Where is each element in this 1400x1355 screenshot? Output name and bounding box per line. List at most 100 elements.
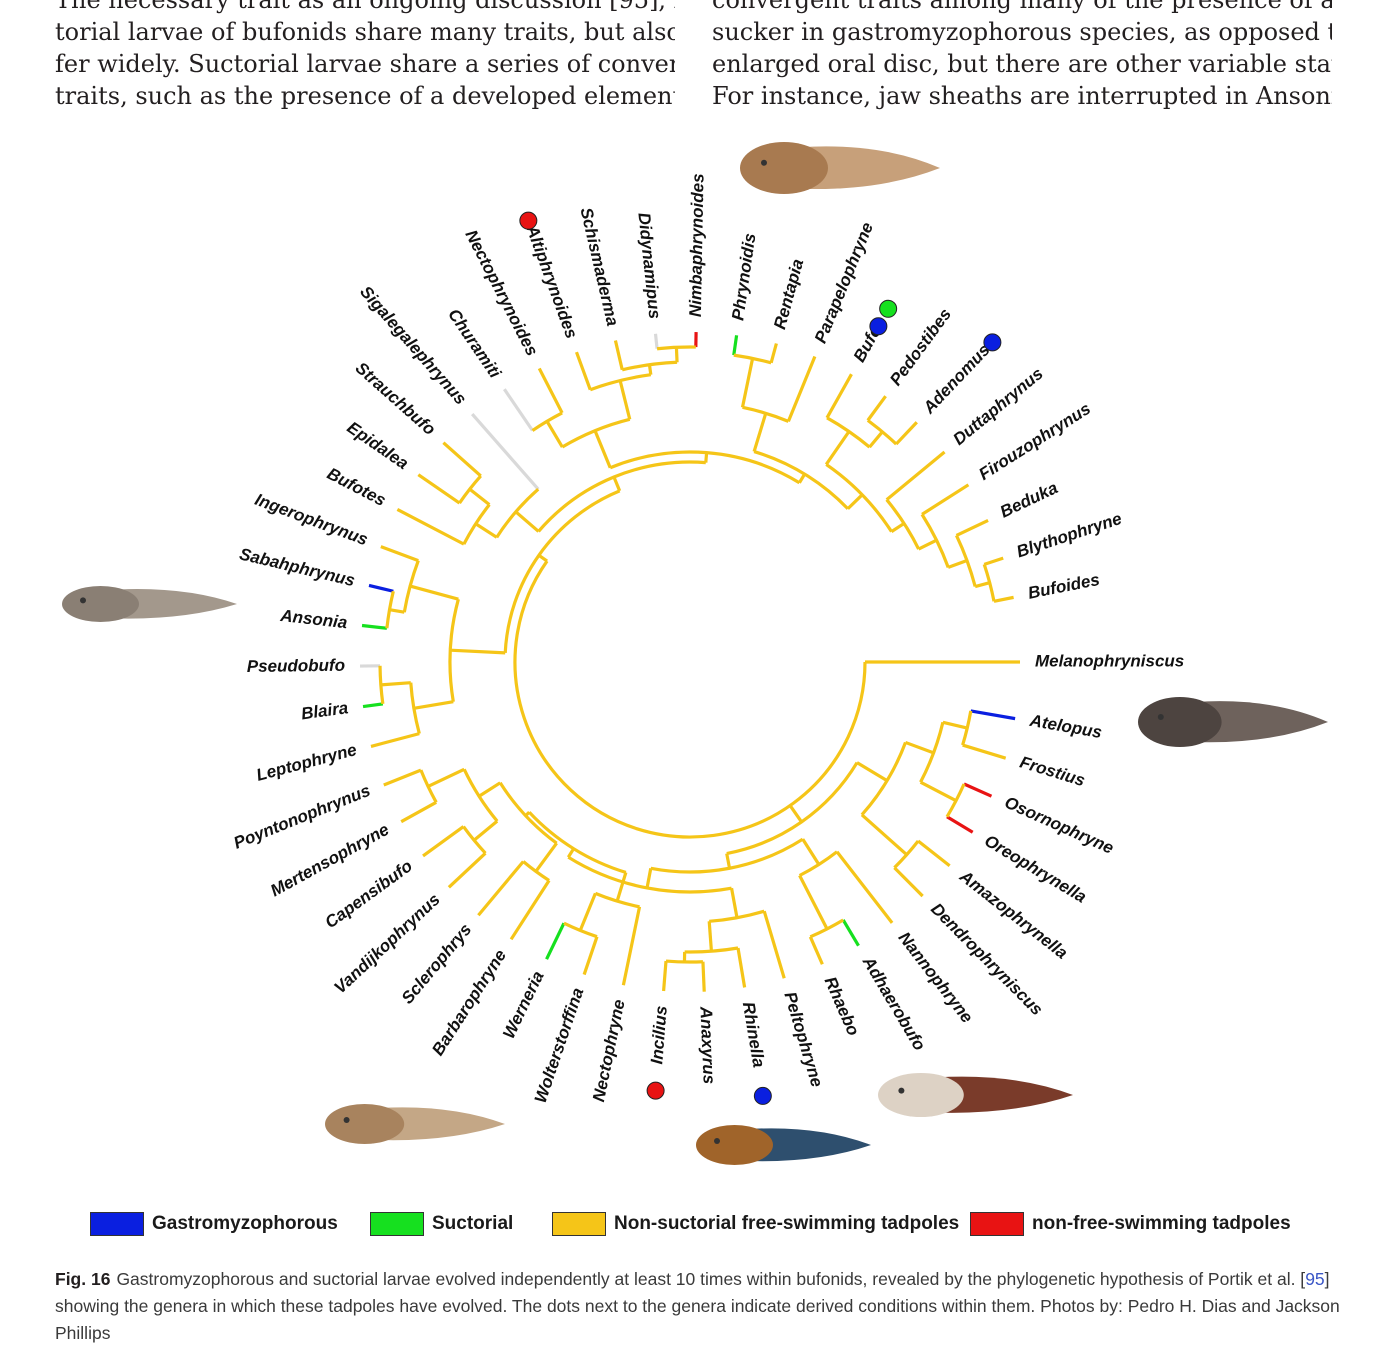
tree-arc xyxy=(825,463,893,533)
taxon-label: Leptophryne xyxy=(254,740,358,785)
legend-swatch xyxy=(552,1212,606,1236)
leaf-branch xyxy=(732,335,739,356)
leaf-branch xyxy=(841,919,860,947)
leaf-branch xyxy=(895,421,918,446)
legend-label: Suctorial xyxy=(432,1213,514,1234)
internal-branch xyxy=(890,522,905,533)
internal-branch xyxy=(868,430,884,449)
internal-branch xyxy=(725,853,732,869)
tree-arc xyxy=(561,417,631,449)
internal-branch xyxy=(618,380,632,420)
leaf-branch xyxy=(955,518,989,537)
taxon-label: Ansonia xyxy=(279,606,349,632)
taxon-label: Peltophryne xyxy=(780,990,826,1090)
taxon-label: Bufoides xyxy=(1026,570,1101,603)
leaf-branch xyxy=(946,815,974,834)
leaf-branch xyxy=(701,961,706,992)
body-text-line: traits, such as the presence of a develo… xyxy=(55,82,675,110)
derived-condition-dot xyxy=(983,333,1002,352)
taxon-label: Rhaebo xyxy=(821,974,863,1039)
tree-arc xyxy=(665,959,704,964)
tree-arc xyxy=(684,946,739,954)
leaf-branch xyxy=(471,413,540,491)
leaf-branch xyxy=(380,545,419,563)
internal-branch xyxy=(427,767,465,788)
internal-branch xyxy=(856,761,888,783)
leaf-branch xyxy=(808,936,824,965)
reference-link[interactable]: 95 xyxy=(1305,1269,1325,1289)
tree-arc xyxy=(826,416,871,449)
legend-item-suctorial: Suctorial xyxy=(370,1212,513,1236)
internal-branch xyxy=(647,364,653,375)
leaf-branch xyxy=(574,351,592,391)
body-text-line: convergent traits among many of the pres… xyxy=(712,0,1332,14)
leaf-branch xyxy=(396,508,465,546)
leaf-branch xyxy=(993,595,1014,603)
taxon-label: Werneria xyxy=(499,968,548,1042)
leaf-branch xyxy=(442,441,482,478)
tree-arc xyxy=(650,837,804,874)
leaf-branch xyxy=(582,936,599,976)
leaf-branch xyxy=(762,910,786,979)
leaf-branch xyxy=(383,768,422,787)
body-text-right-column: convergent traits among many of the pres… xyxy=(712,0,1332,112)
taxon-label: Nimbaphrynoides xyxy=(686,173,708,317)
leaf-branch xyxy=(963,782,993,798)
derived-condition-dot xyxy=(879,299,898,318)
internal-branch xyxy=(473,819,499,842)
internal-branch xyxy=(380,681,411,687)
taxon-label: Rhinella xyxy=(739,1000,769,1068)
leaf-branch xyxy=(613,340,624,371)
legend-label: Non-suctorial free-swimming tadpoles xyxy=(614,1213,960,1234)
leaf-branch xyxy=(653,333,659,349)
internal-branch xyxy=(468,487,491,506)
legend-label: Gastromyzophorous xyxy=(152,1213,338,1234)
taxon-labels: MelanophryniscusAtelopusFrostiusOsornoph… xyxy=(231,173,1184,1105)
body-text-line: For instance, jaw sheaths are interrupte… xyxy=(712,82,1332,110)
internal-branch xyxy=(645,868,653,889)
derived-condition-dot xyxy=(753,1086,772,1105)
derived-condition-dot xyxy=(646,1081,665,1100)
leaf-branch xyxy=(983,556,1004,566)
taxon-label: Blythophryne xyxy=(1014,509,1124,562)
internal-branch xyxy=(917,538,938,551)
tadpole-photo-adhaerobufo xyxy=(878,1073,1073,1117)
taxon-label: Rentapia xyxy=(770,257,807,331)
internal-branch xyxy=(514,510,540,533)
legend-item-non-suctorial: Non-suctorial free-swimming tadpoles xyxy=(552,1212,959,1236)
internal-branch xyxy=(615,871,628,902)
internal-branch xyxy=(534,842,558,873)
derived-condition-dot xyxy=(519,211,538,230)
internal-branch xyxy=(904,740,935,755)
legend-label: non-free-swimming tadpoles xyxy=(1032,1213,1291,1234)
leaf-branch xyxy=(893,866,924,898)
leaf-branch xyxy=(503,388,534,432)
internal-branch xyxy=(674,347,679,363)
internal-branch xyxy=(537,553,548,563)
internal-branch xyxy=(450,648,506,655)
internal-branch xyxy=(752,412,768,453)
internal-branch xyxy=(413,700,454,710)
internal-branch xyxy=(860,813,908,856)
leaf-branch xyxy=(970,709,1016,721)
body-text-line: sucker in gastromyzophorous species, as … xyxy=(712,18,1332,46)
body-text-line: The necessary trait as an ongoing discus… xyxy=(55,0,675,14)
derived-condition-dot xyxy=(869,317,888,336)
tadpole-photos xyxy=(62,142,1328,1165)
derived-condition-dots xyxy=(519,211,1002,1105)
taxon-label: Pseudobufo xyxy=(247,656,345,676)
taxon-label: Sabahphrynus xyxy=(238,544,357,590)
internal-branch xyxy=(798,874,829,930)
taxon-label: Anaxyrus xyxy=(696,1005,718,1084)
taxon-label: Altiphrynoides xyxy=(522,222,581,341)
leaf-branch xyxy=(370,732,420,748)
leaf-branch xyxy=(509,879,551,941)
internal-branch xyxy=(389,608,405,614)
leaf-branch xyxy=(477,860,525,917)
leaf-branch xyxy=(921,483,970,516)
body-text-left-column: The necessary trait as an ongoing discus… xyxy=(55,0,675,112)
legend-swatch xyxy=(970,1212,1024,1236)
tree-arc xyxy=(531,411,563,432)
legend-item-gastromyzophorous: Gastromyzophorous xyxy=(90,1212,338,1236)
